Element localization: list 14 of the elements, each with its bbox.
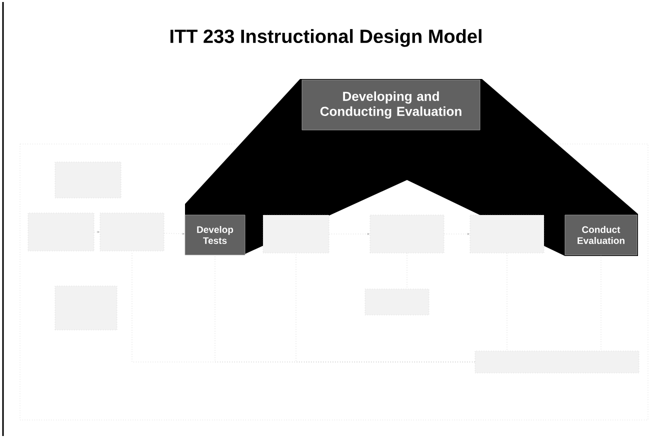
highlighted-box: Developing and Conducting Evaluation	[302, 80, 480, 130]
faded-box	[100, 212, 164, 252]
faded-box	[54, 286, 118, 330]
highlighted-box: Conduct Evaluation	[564, 214, 638, 256]
connector	[296, 253, 475, 362]
faded-box	[54, 162, 122, 198]
faded-box	[470, 214, 544, 254]
faded-box	[364, 288, 430, 316]
faded-box	[370, 214, 444, 254]
faded-box	[262, 214, 330, 254]
highlighted-box: Develop Tests	[184, 214, 246, 256]
faded-box	[474, 350, 640, 374]
title: ITT 233 Instructional Design Model	[170, 29, 482, 47]
faded-box	[28, 212, 94, 252]
